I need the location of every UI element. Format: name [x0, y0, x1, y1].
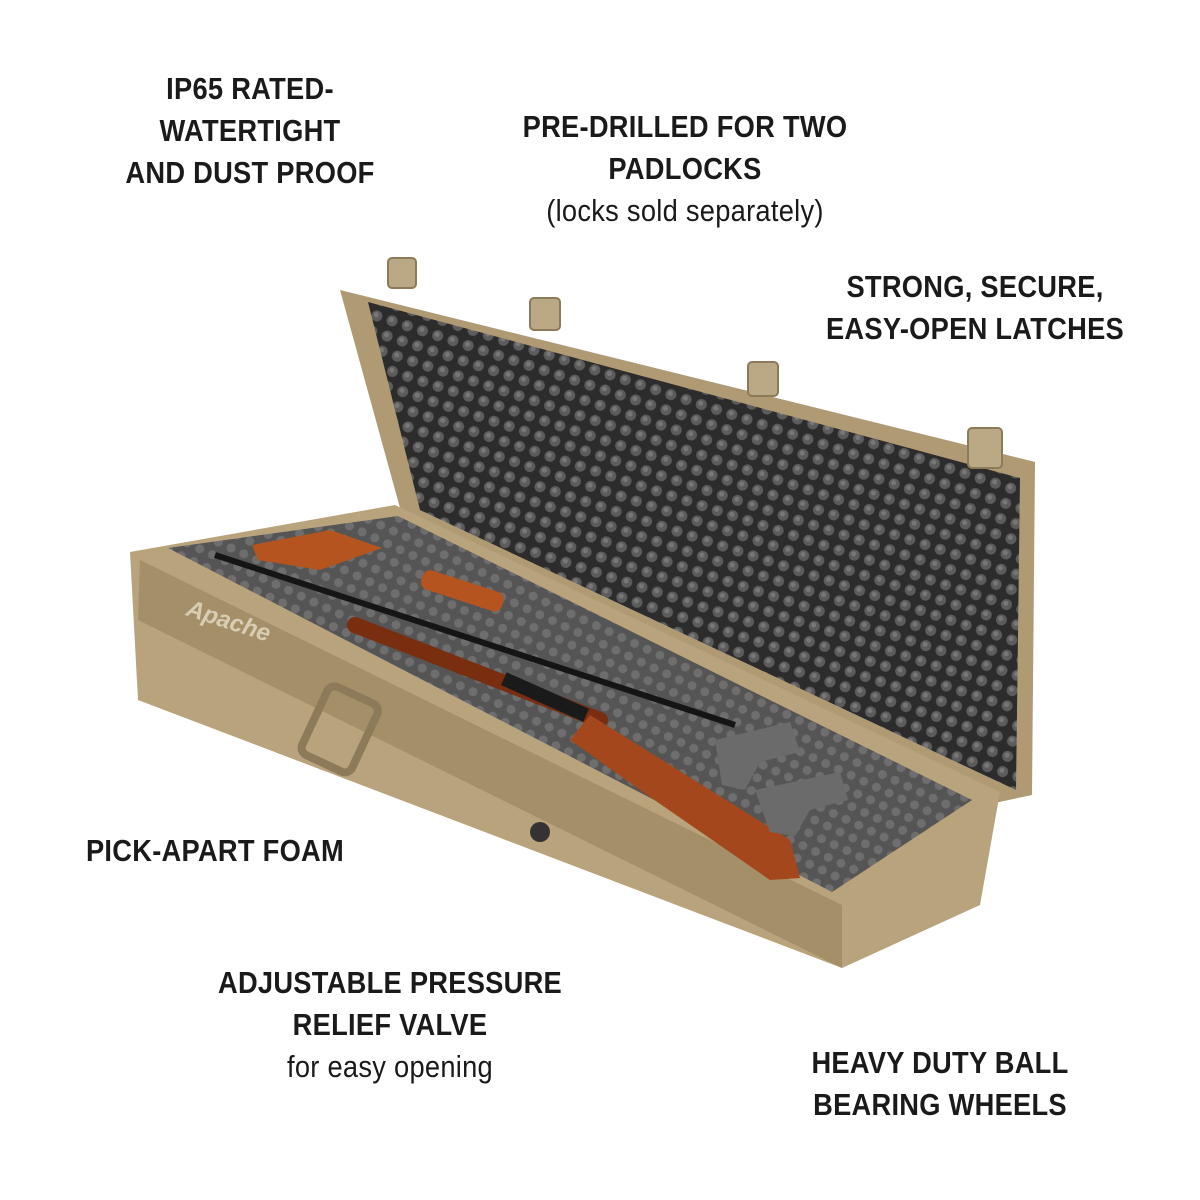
feature-valve: ADJUSTABLE PRESSURE RELIEF VALVE for eas… [214, 962, 566, 1088]
feature-latches-line2: EASY-OPEN LATCHES [825, 311, 1125, 346]
feature-watertight-line1: IP65 RATED-WATERTIGHT [159, 71, 341, 148]
feature-latches: STRONG, SECURE, EASY-OPEN LATCHES [812, 266, 1138, 350]
feature-valve-line2: RELIEF VALVE [292, 1007, 488, 1042]
feature-wheels-line1: HEAVY DUTY BALL [811, 1045, 1069, 1080]
feature-valve-line1: ADJUSTABLE PRESSURE [217, 965, 563, 1000]
feature-padlocks-sub: (locks sold separately) [546, 193, 824, 228]
rifle [347, 617, 800, 880]
shotgun [214, 530, 736, 728]
feature-watertight: IP65 RATED-WATERTIGHT AND DUST PROOF [83, 68, 417, 194]
feature-padlocks-line1: PRE-DRILLED FOR TWO [522, 109, 848, 144]
feature-wheels-line2: BEARING WHEELS [813, 1087, 1067, 1122]
pistols [715, 722, 848, 836]
feature-latches-line1: STRONG, SECURE, [846, 269, 1104, 304]
feature-padlocks-line2: PADLOCKS [608, 151, 762, 186]
feature-valve-sub: for easy opening [287, 1049, 493, 1084]
feature-foam-line1: PICK-APART FOAM [85, 833, 345, 868]
feature-padlocks: PRE-DRILLED FOR TWO PADLOCKS (locks sold… [505, 106, 866, 232]
case-lid [340, 257, 1035, 805]
feature-wheels: HEAVY DUTY BALL BEARING WHEELS [799, 1042, 1081, 1126]
feature-foam: PICK-APART FOAM [79, 830, 352, 872]
feature-watertight-line2: AND DUST PROOF [125, 155, 375, 190]
latch-icons [387, 257, 1003, 469]
